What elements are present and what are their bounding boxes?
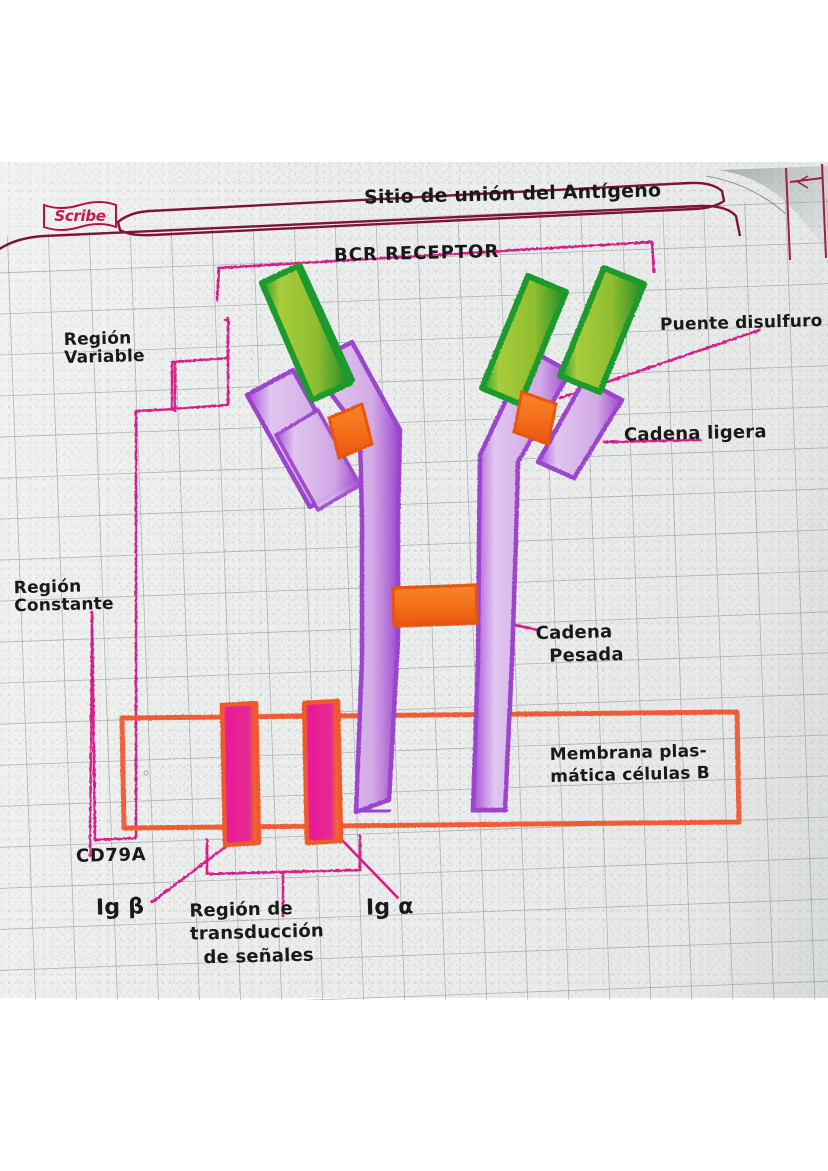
label-region-constante: Región Constante [13,576,114,617]
bracket-antigen-right-tick [650,240,656,274]
bracket-variable [170,318,230,411]
ig-beta-chain [219,700,262,848]
label-cadena-pesada: Cadena Pesada [535,621,624,667]
notebook-page [0,162,828,998]
disulfide-bridge-right [512,390,558,446]
disulfide-bridge-left [327,401,374,461]
bracket-variable-lead [134,407,177,439]
disulfide-bridges [327,390,558,628]
bracket-antigen-top [217,240,654,270]
pointer-ig-alfa [338,836,400,900]
label-ig-beta: Ig β [95,894,145,921]
pointer-cadena-ligera [602,438,702,444]
label-cd79a: CD79A [75,844,147,867]
variable-region-right-outer [557,265,647,395]
graph-grid [0,198,828,1000]
ig-alpha-chain [301,698,344,846]
scribe-logo: Scribe [40,200,120,232]
heavy-chain-feet [353,807,509,815]
label-membrana-plasmatica: Membrana plas- mática células B [549,741,711,788]
label-cadena-ligera: Cadena ligera [623,421,767,446]
margin-frame [0,181,742,251]
label-puente-disulfuro: Puente disulfuro [659,311,823,335]
scribe-logo-text: Scribe [54,207,106,225]
pointer-ig-beta [150,840,234,904]
pointer-cd79a [88,610,94,858]
disulfide-bridge-hinge [391,583,479,628]
next-page-frame [785,163,827,261]
bracket-constante [93,435,138,842]
transmembrane-units [219,698,344,848]
label-bcr-receptor: BCR RECEPTOR [333,240,500,267]
variable-region-left-inner [259,263,353,403]
light-chain-left-leg [274,408,362,512]
light-chain-right [535,377,625,481]
label-region-variable: Región Variable [63,328,145,368]
scribe-logo-frame [43,201,117,231]
bracket-antigen-left-tick [215,266,221,302]
label-region-transduccion: Región de transducción de señales [189,898,325,969]
pointer-lines [88,240,762,918]
variable-regions [259,263,647,407]
label-ig-alfa: Ig α [365,894,414,921]
page-corner-shadow [705,166,828,252]
heavy-chain-left-upper [306,339,403,815]
